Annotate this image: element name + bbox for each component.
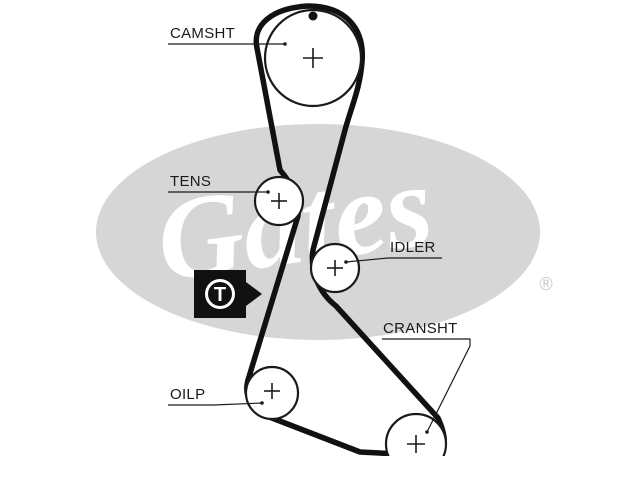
tensioner-label: TENS bbox=[170, 173, 211, 190]
label-crankshaft: CRANSHT bbox=[382, 320, 471, 434]
label-idler: IDLER bbox=[344, 239, 442, 264]
camshaft-pulley bbox=[263, 8, 363, 108]
gates-watermark-logo: Gates ® bbox=[96, 124, 553, 340]
bottom-margin bbox=[0, 456, 640, 480]
idler-label: IDLER bbox=[390, 239, 436, 256]
camshaft-timing-mark bbox=[308, 11, 318, 21]
tensioner-pulley bbox=[253, 175, 305, 227]
idler-leader-line bbox=[345, 257, 442, 263]
tensioner-marker-disc bbox=[208, 282, 232, 306]
crankshaft-label: CRANSHT bbox=[383, 320, 458, 337]
watermark-registered-mark: ® bbox=[539, 274, 552, 294]
tensioner-marker: T bbox=[194, 270, 262, 318]
idler-leader-dot bbox=[344, 260, 348, 264]
oil-pump-pulley bbox=[244, 365, 300, 421]
camshaft-leader-dot bbox=[283, 42, 287, 46]
crankshaft-leader-line bbox=[382, 338, 471, 433]
tensioner-leader-dot bbox=[266, 190, 270, 194]
oil-pump-leader-line bbox=[168, 402, 263, 406]
label-oil-pump: OILP bbox=[168, 386, 264, 406]
oil-pump-label: OILP bbox=[170, 386, 205, 403]
oil-pump-leader-dot bbox=[260, 401, 264, 405]
camshaft-label: CAMSHT bbox=[170, 25, 235, 42]
tensioner-marker-letter: T bbox=[214, 284, 226, 306]
label-camshaft: CAMSHT bbox=[168, 25, 287, 46]
idler-pulley bbox=[309, 242, 361, 294]
crankshaft-leader-dot bbox=[425, 430, 429, 434]
label-tensioner: TENS bbox=[168, 173, 270, 194]
